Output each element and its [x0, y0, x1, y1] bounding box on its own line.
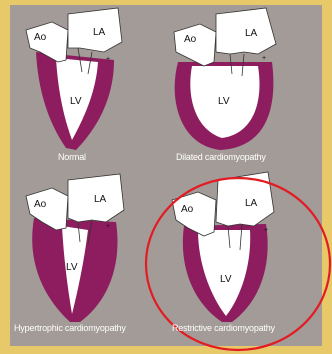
- caption-dilated: Dilated cardiomyopathy: [176, 152, 266, 162]
- aorta: [26, 188, 68, 230]
- label-left-atrium: LA: [245, 28, 258, 39]
- label-aorta: Ao: [184, 34, 197, 45]
- label-left-atrium: LA: [93, 27, 106, 38]
- caption-hypertrophic: Hypertrophic cardiomyopathy: [14, 323, 126, 333]
- caption-restrictive: Restrictive cardiomyopathy: [172, 323, 275, 333]
- mitral-marker: +: [106, 56, 110, 63]
- label-left-ventricle: LV: [218, 96, 230, 107]
- label-left-ventricle: LV: [70, 96, 82, 107]
- label-aorta: Ao: [34, 199, 47, 210]
- mitral-marker: +: [264, 227, 268, 234]
- aorta: [26, 22, 68, 62]
- aorta: [174, 24, 216, 66]
- label-aorta: Ao: [181, 204, 194, 215]
- heart-normal: Ao LA LV +: [26, 8, 122, 150]
- caption-normal: Normal: [58, 152, 86, 162]
- label-left-ventricle: LV: [66, 262, 78, 273]
- label-left-atrium: LA: [94, 194, 107, 205]
- mitral-marker: +: [262, 55, 266, 62]
- heart-hypertrophic: Ao LA LV +: [26, 174, 124, 322]
- label-left-atrium: LA: [245, 198, 258, 209]
- heart-dilated: Ao LA LV +: [174, 8, 276, 150]
- mitral-marker: +: [106, 223, 110, 230]
- label-left-ventricle: LV: [220, 274, 232, 285]
- label-aorta: Ao: [34, 32, 47, 43]
- heart-restrictive: Ao LA LV +: [172, 172, 274, 322]
